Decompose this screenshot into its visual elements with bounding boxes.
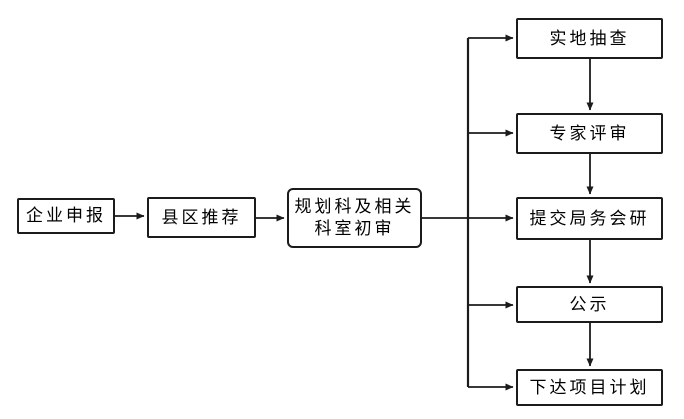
node-enterprise-declaration: 企业申报 — [17, 198, 115, 234]
node-planning-section-preliminary-review: 规划科及相关 科室初审 — [287, 188, 422, 248]
node-expert-review: 专家评审 — [516, 113, 663, 154]
node-county-recommendation: 县区推荐 — [147, 197, 256, 238]
node-issue-project-plan: 下达项目计划 — [516, 369, 663, 406]
node-submit-bureau-meeting: 提交局务会研 — [516, 197, 663, 240]
node-public-announcement: 公示 — [516, 286, 663, 323]
node-onsite-spot-check: 实地抽查 — [516, 18, 663, 59]
